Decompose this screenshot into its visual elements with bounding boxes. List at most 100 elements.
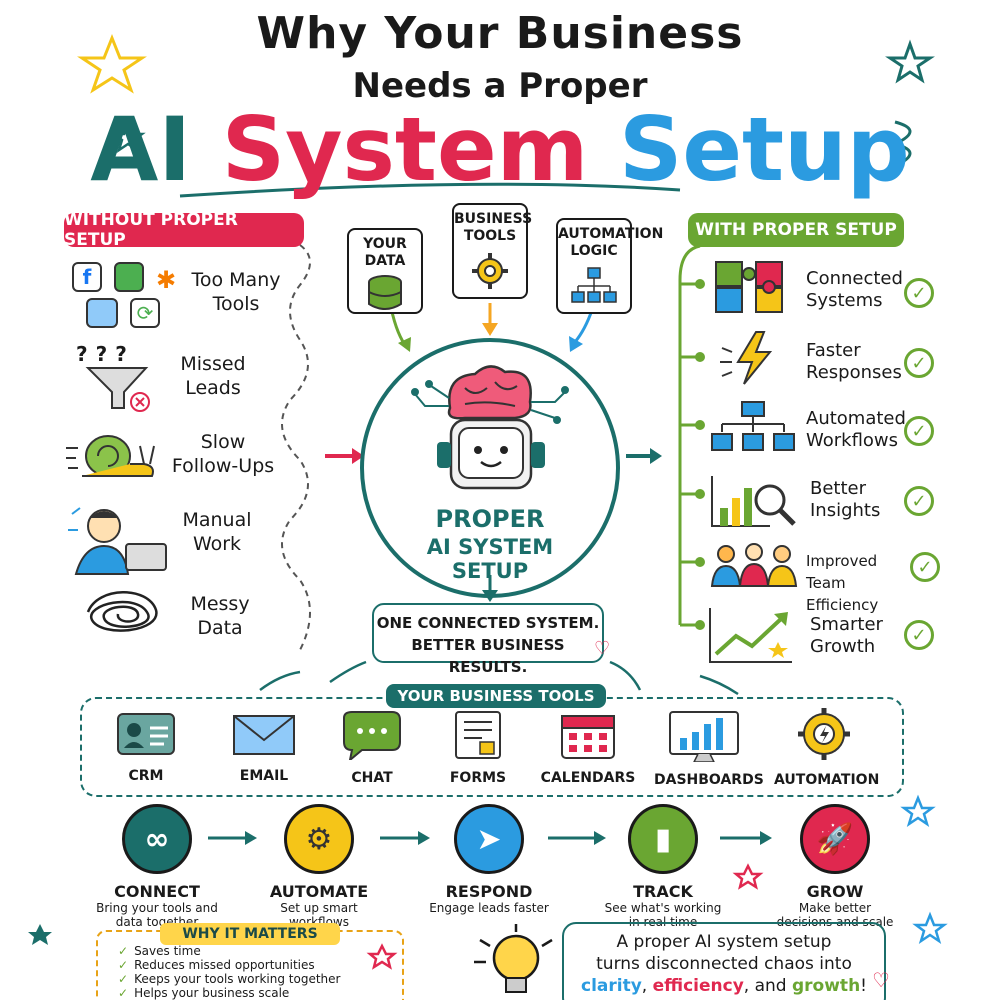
title-line-2: Needs a Proper xyxy=(352,66,648,106)
step-description: See what's working in real time xyxy=(604,901,722,929)
flowchart-icon xyxy=(571,267,617,303)
step-connect: ∞ CONNECT Bring your tools and data toge… xyxy=(92,804,222,929)
without-item-label: Messy Data xyxy=(190,593,250,639)
chat-bubble-icon xyxy=(343,711,401,763)
tool-label: CHAT xyxy=(351,770,393,786)
tool-forms: FORMS xyxy=(428,710,528,786)
asterisk-app-icon: ✱ xyxy=(155,266,177,294)
envelope-icon xyxy=(233,715,295,755)
automation-gear-icon xyxy=(798,708,850,760)
tools-label: YOUR BUSINESS TOOLS xyxy=(386,684,606,708)
checkmark-icon: ✓ xyxy=(904,620,934,650)
sync-app-icon: ⟳ xyxy=(130,298,160,328)
input-label: BUSINESS TOOLS xyxy=(454,211,533,244)
input-automation-logic: AUTOMATION LOGIC xyxy=(556,218,664,314)
star-icon xyxy=(900,794,936,827)
checkmark-icon: ✓ xyxy=(904,486,934,516)
tool-dashboards: DASHBOARDS xyxy=(654,710,764,788)
mail-app-icon xyxy=(86,298,118,328)
with-item-label: Faster Responses xyxy=(806,340,902,383)
without-item-label: Missed Leads xyxy=(180,353,246,399)
with-setup-label: WITH PROPER SETUP xyxy=(688,213,904,247)
tool-label: FORMS xyxy=(449,770,507,786)
checkmark-icon: ✓ xyxy=(910,552,940,582)
checkmark-icon: ✓ xyxy=(118,972,129,986)
checkmark-icon: ✓ xyxy=(904,348,934,378)
title-word-setup: Setup xyxy=(618,98,910,201)
checkmark-icon: ✓ xyxy=(904,278,934,308)
form-icon xyxy=(455,711,501,759)
facebook-icon: f xyxy=(72,262,102,292)
result-box: ONE CONNECTED SYSTEM. BETTER BUSINESS RE… xyxy=(372,603,604,676)
heart-icon: ♡ xyxy=(872,968,890,992)
tool-chat: CHAT xyxy=(322,710,422,786)
with-item-label: Better Insights xyxy=(810,478,881,521)
tool-label: EMAIL xyxy=(239,768,289,784)
title-word-ai: AI xyxy=(90,98,192,201)
step-title: AUTOMATE xyxy=(269,882,369,901)
quote-line-2: turns disconnected chaos into xyxy=(596,954,852,974)
why-item: ✓Reduces missed opportunities xyxy=(118,958,315,972)
tool-email: EMAIL xyxy=(214,710,314,784)
core-title: PROPER xyxy=(435,505,545,533)
team-icon xyxy=(710,540,798,590)
growth-chart-icon xyxy=(708,606,798,666)
why-item: ✓Keeps your tools working together xyxy=(118,972,341,986)
step-respond: ➤ RESPOND Engage leads faster xyxy=(424,804,554,915)
input-label: YOUR DATA xyxy=(363,236,407,269)
core-circle xyxy=(360,338,620,598)
step-grow: 🚀 GROW Make better decisions and scale xyxy=(770,804,900,929)
with-item-label: Connected Systems xyxy=(806,268,903,311)
step-title: GROW xyxy=(806,882,864,901)
checkmark-icon: ✓ xyxy=(118,958,129,972)
input-label: AUTOMATION LOGIC xyxy=(558,226,664,259)
app-icons: f ✱ ⟳ xyxy=(72,260,182,332)
database-icon xyxy=(368,275,402,310)
tool-label: CALENDARS xyxy=(540,770,636,786)
without-item-label: Manual Work xyxy=(182,509,252,555)
result-line-2: BETTER BUSINESS RESULTS. xyxy=(411,636,565,676)
star-icon xyxy=(732,863,764,890)
why-label: WHY IT MATTERS xyxy=(160,923,340,945)
checkmark-icon: ✓ xyxy=(118,986,129,1000)
tool-label: AUTOMATION xyxy=(774,772,880,788)
quote-line-3: clarity, efficiency, and growth! xyxy=(581,976,867,996)
tool-label: CRM xyxy=(128,768,164,784)
step-description: Engage leads faster xyxy=(429,901,549,915)
without-item-label: Slow Follow-Ups xyxy=(171,431,275,477)
without-item-label: Too Many Tools xyxy=(191,269,281,315)
step-title: RESPOND xyxy=(445,882,533,901)
spreadsheet-icon xyxy=(114,262,144,292)
gear-icon xyxy=(472,253,508,289)
title-line-3: AI System Setup xyxy=(0,98,1000,201)
with-item-label: Improved Team Efficiency xyxy=(806,552,879,614)
paper-plane-icon: ➤ xyxy=(454,804,524,874)
step-automate: ⚙ AUTOMATE Set up smart workflows xyxy=(254,804,384,929)
tool-label: DASHBOARDS xyxy=(654,772,764,788)
core-subtitle: AI SYSTEM SETUP xyxy=(426,535,554,583)
tool-crm: CRM xyxy=(96,710,196,784)
puzzle-icon xyxy=(712,256,796,316)
result-line-1: ONE CONNECTED SYSTEM. xyxy=(376,614,600,632)
bar-chart-icon: ▮ xyxy=(628,804,698,874)
heart-icon: ♡ xyxy=(594,638,611,659)
workflow-icon xyxy=(710,400,796,456)
why-item: ✓Helps your business scale xyxy=(118,986,290,1000)
robot-brain-icon xyxy=(405,358,575,498)
contact-card-icon xyxy=(117,713,175,755)
input-your-data: YOUR DATA xyxy=(347,228,423,314)
stressed-person-icon xyxy=(64,500,174,576)
title-word-system: System xyxy=(221,98,589,201)
step-track: ▮ TRACK See what's working in real time xyxy=(598,804,728,929)
star-icon xyxy=(28,924,52,945)
with-item-label: Smarter Growth xyxy=(810,614,883,657)
calendar-icon xyxy=(561,715,615,759)
why-item: ✓Saves time xyxy=(118,944,201,958)
input-business-tools: BUSINESS TOOLS xyxy=(452,203,533,299)
with-item-label: Automated Workflows xyxy=(806,408,906,451)
tool-automation: AUTOMATION xyxy=(774,706,880,788)
gears-icon: ⚙ xyxy=(284,804,354,874)
checkmark-icon: ✓ xyxy=(904,416,934,446)
snail-icon xyxy=(64,426,164,486)
step-title: CONNECT xyxy=(114,882,200,901)
